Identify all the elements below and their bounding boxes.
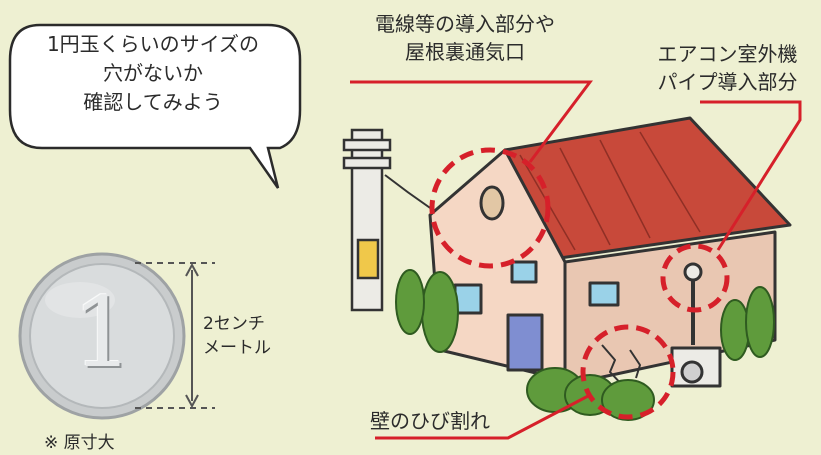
coin-numeral: 1 bbox=[72, 277, 134, 389]
coin-image bbox=[18, 252, 186, 420]
callout-aircon-line-1: エアコン室外機 bbox=[657, 42, 798, 66]
speech-bubble-text: 1円玉くらいのサイズの 穴がないか 確認してみよう bbox=[18, 30, 288, 117]
highlight-aircon-circle bbox=[660, 243, 730, 313]
callout-leaders bbox=[350, 80, 802, 440]
callout-aircon: エアコン室外機 パイプ導入部分 bbox=[640, 40, 815, 96]
callout-wiring: 電線等の導入部分や 屋根裏通気口 bbox=[340, 10, 590, 66]
size-label-line-2: メートル bbox=[203, 338, 271, 358]
size-label-line-1: 2センチ bbox=[203, 314, 265, 334]
size-dimension-marker bbox=[135, 262, 215, 409]
coin-size-label: 2センチ メートル bbox=[203, 312, 271, 360]
callout-wall-crack: 壁のひび割れ bbox=[370, 409, 490, 433]
highlight-vent-circle bbox=[429, 147, 551, 269]
callout-aircon-line-2: パイプ導入部分 bbox=[657, 70, 798, 94]
callout-wiring-line-1: 電線等の導入部分や bbox=[375, 12, 555, 36]
bushes bbox=[395, 269, 775, 421]
highlight-crack-circle bbox=[580, 324, 676, 420]
highlight-circles bbox=[429, 147, 730, 420]
bubble-line-2: 穴がないか bbox=[103, 61, 203, 85]
callout-wiring-line-2: 屋根裏通気口 bbox=[405, 40, 525, 64]
actual-size-note: ※ 原寸大 bbox=[44, 433, 115, 453]
bubble-line-3: 確認してみよう bbox=[83, 90, 223, 114]
speech-bubble bbox=[8, 23, 302, 189]
bubble-line-1: 1円玉くらいのサイズの bbox=[46, 32, 260, 56]
